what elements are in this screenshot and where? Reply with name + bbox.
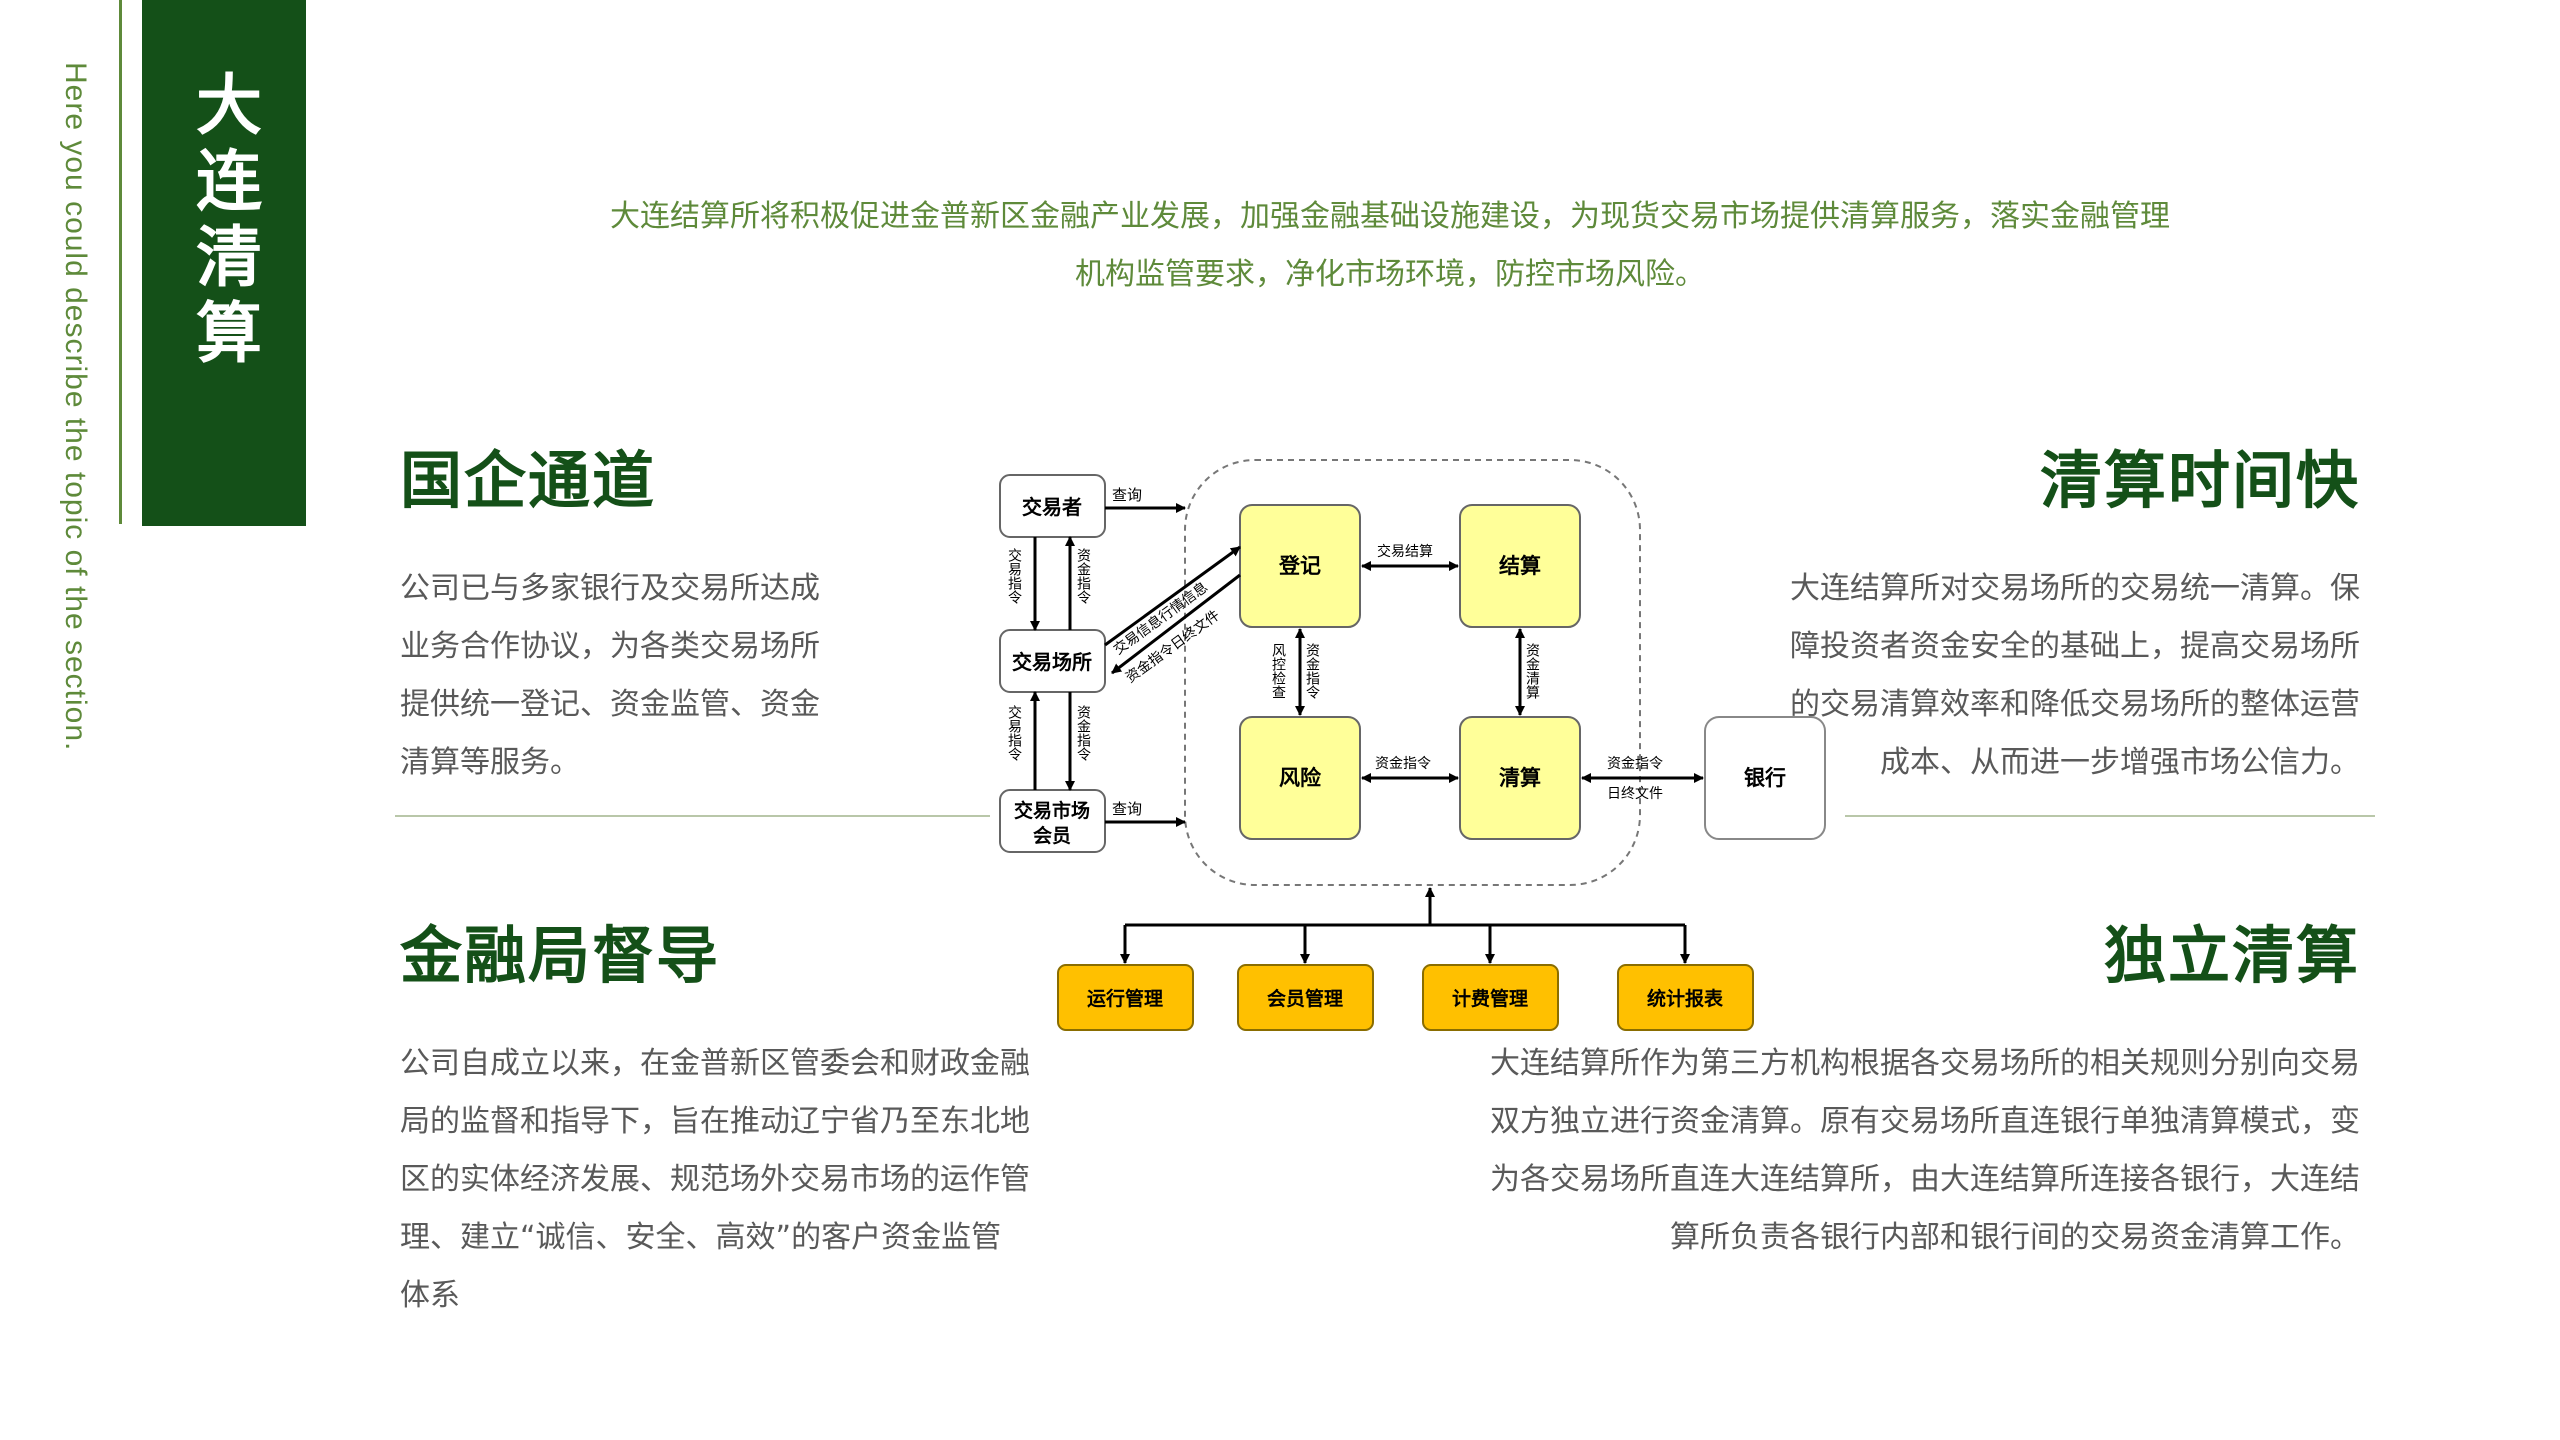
module-operations: 运行管理 [1057,964,1194,1031]
node-trader-label: 交易者 [1022,495,1082,519]
text-line: 成本、从而进一步增强市场公信力。 [1880,745,2360,780]
section-title: 大连清算 [185,70,263,374]
label-eod-file: 日终文件 [1607,786,1663,802]
label-fund-instr-4: 资金指令 [1375,756,1431,772]
text-line: 局的监督和指导下，旨在推动辽宁省乃至东北地 [400,1104,1030,1139]
module-billing: 计费管理 [1422,964,1559,1031]
module-members-label: 会员管理 [1267,987,1343,1010]
label-fund-instr-5: 资金指令 [1607,756,1663,772]
intro-paragraph: 大连结算所将积极促进金普新区金融产业发展，加强金融基础设施建设，为现货交易市场提… [540,188,2240,304]
text-line: 清算等服务。 [400,745,580,780]
text-line: 理、建立“诚信、安全、高效”的客户资金监管 [400,1220,1002,1255]
clearing-flow-diagram: 交易者 交易场所 交易市场 会员 登记 结算 风险 清算 银行 查询 查询 交易… [999,459,1826,1031]
intro-line: 机构监管要求，净化市场环境，防控市场风险。 [1075,257,1705,292]
node-member-label-1: 交易市场 [1014,799,1090,822]
module-operations-label: 运行管理 [1087,987,1163,1010]
node-member: 交易市场 会员 [999,789,1106,853]
text-line: 大连结算所作为第三方机构根据各交易场所的相关规则分别向交易 [1490,1046,2360,1081]
section-caption: Here you could describe the topic of the… [59,62,92,752]
divider-right [1845,815,2375,817]
node-bank-label: 银行 [1744,766,1786,790]
node-venue: 交易场所 [999,629,1106,693]
node-register-label: 登记 [1278,554,1321,578]
node-risk-label: 风险 [1279,766,1322,790]
text-finance-bureau: 公司自成立以来，在金普新区管委会和财政金融 局的监督和指导下，旨在推动辽宁省乃至… [400,1035,1100,1325]
divider-left [395,815,990,817]
text-line: 提供统一登记、资金监管、资金 [400,687,820,722]
node-settle-label: 结算 [1499,554,1541,578]
text-line: 为各交易场所直连大连结算所，由大连结算所连接各银行，大连结 [1490,1162,2360,1197]
module-reports-label: 统计报表 [1647,987,1724,1010]
label-query-1: 查询 [1112,486,1142,504]
label-tx-settle: 交易结算 [1377,543,1433,560]
text-independent-clearing: 大连结算所作为第三方机构根据各交易场所的相关规则分别向交易 双方独立进行资金清算… [1410,1035,2360,1267]
text-fast-clearing: 大连结算所对交易场所的交易统一清算。保 障投资者资金安全的基础上，提高交易场所 … [1720,560,2360,792]
label-tx-instr-1: 交易指令 [1006,547,1022,604]
text-line: 大连结算所对交易场所的交易统一清算。保 [1790,571,2360,606]
label-query-2: 查询 [1112,800,1142,818]
title-bar: 大连清算 [142,0,306,526]
node-clearing-label: 清算 [1499,766,1541,790]
node-trader: 交易者 [999,474,1106,538]
label-tx-instr-2: 交易指令 [1006,704,1022,761]
node-bank: 银行 [1704,716,1826,840]
text-line: 公司自成立以来，在金普新区管委会和财政金融 [400,1046,1030,1081]
intro-line: 大连结算所将积极促进金普新区金融产业发展，加强金融基础设施建设，为现货交易市场提… [610,199,2170,234]
heading-fast-clearing: 清算时间快 [2039,444,2360,517]
node-member-label-2: 会员 [1033,824,1071,847]
module-reports: 统计报表 [1617,964,1754,1031]
system-boundary [1184,459,1641,886]
text-line: 双方独立进行资金清算。原有交易场所直连银行单独清算模式，变 [1490,1104,2360,1139]
label-fund-instr-2: 资金指令 [1075,705,1091,761]
text-line: 的交易清算效率和降低交易场所的整体运营 [1790,687,2360,722]
module-billing-label: 计费管理 [1452,987,1528,1010]
accent-line [119,0,122,524]
text-line: 公司已与多家银行及交易所达成 [400,571,820,606]
heading-finance-bureau: 金融局督导 [400,919,721,992]
text-line: 算所负责各银行内部和银行间的交易资金清算工作。 [1670,1220,2360,1255]
node-risk: 风险 [1239,716,1361,840]
text-line: 区的实体经济发展、规范场外交易市场的运作管 [400,1162,1030,1197]
text-line: 业务合作协议，为各类交易场所 [400,629,820,664]
label-fund-instr-3: 资金指令 [1304,643,1320,699]
label-fund-instr-1: 资金指令 [1075,548,1091,604]
heading-state-channel: 国企通道 [400,444,657,517]
module-members: 会员管理 [1237,964,1374,1031]
heading-independent-clearing: 独立清算 [2103,919,2360,992]
label-risk-check: 风控检查 [1270,643,1286,699]
text-state-channel: 公司已与多家银行及交易所达成 业务合作协议，为各类交易场所 提供统一登记、资金监… [400,560,920,792]
node-settle: 结算 [1459,504,1581,628]
label-fund-clear: 资金清算 [1524,643,1540,699]
text-line: 体系 [400,1278,460,1313]
node-venue-label: 交易场所 [1012,650,1092,674]
node-clearing: 清算 [1459,716,1581,840]
text-line: 障投资者资金安全的基础上，提高交易场所 [1790,629,2360,664]
arrow-diag-2 [1111,573,1241,675]
node-register: 登记 [1239,504,1361,628]
arrow-diag-1 [1104,545,1241,647]
